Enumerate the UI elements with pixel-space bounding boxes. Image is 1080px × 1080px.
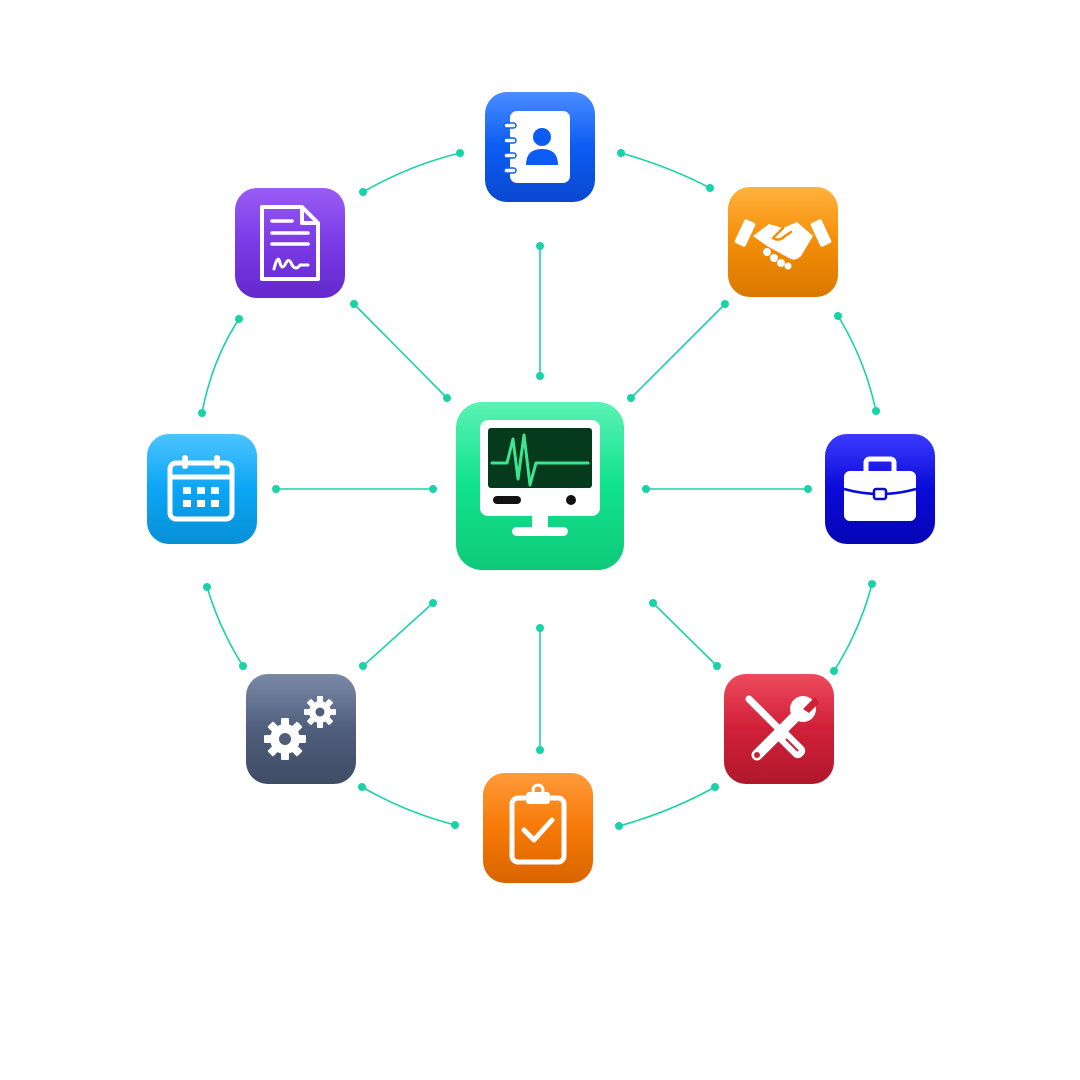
arc-contacts-partnership [620, 152, 711, 189]
arc-tasks-settings [361, 786, 456, 826]
arc-contacts-partnership-end-dot [706, 184, 714, 192]
spoke-tools [652, 602, 718, 667]
arc-partnership-business [837, 315, 877, 412]
arc-schedule-contracts [201, 318, 240, 414]
arc-contracts-contacts-start-dot [456, 149, 464, 157]
spoke-tools-start-dot [649, 599, 657, 607]
arc-tasks-settings-start-dot [451, 821, 459, 829]
spoke-business-end-dot [804, 485, 812, 493]
arc-tools-tasks-end-dot [615, 822, 623, 830]
contacts-tile[interactable] [484, 91, 596, 203]
arc-schedule-contracts-end-dot [235, 315, 243, 323]
arc-settings-schedule [206, 586, 244, 667]
spoke-contacts-start-dot [536, 242, 544, 250]
spoke-settings-start-dot [429, 599, 437, 607]
spoke-contracts [353, 303, 448, 399]
arc-partnership-business-end-dot [872, 407, 880, 415]
arc-partnership-business-start-dot [834, 312, 842, 320]
arc-tools-tasks-start-dot [711, 783, 719, 791]
arc-schedule-contracts-start-dot [198, 409, 206, 417]
spoke-tasks-end-dot [536, 746, 544, 754]
spoke-partnership [630, 303, 726, 399]
business-tile[interactable] [824, 433, 936, 545]
arc-settings-schedule-start-dot [203, 583, 211, 591]
spoke-partnership-end-dot [627, 394, 635, 402]
hub-tile[interactable] [455, 401, 625, 571]
arc-business-tools [833, 583, 873, 672]
monitor-heartbeat-icon [456, 402, 624, 570]
arc-contacts-partnership-start-dot [617, 149, 625, 157]
arc-business-tools-end-dot [830, 667, 838, 675]
briefcase-icon [825, 434, 935, 544]
spoke-contracts-end-dot [443, 394, 451, 402]
spoke-business-start-dot [642, 485, 650, 493]
spoke-settings-end-dot [359, 662, 367, 670]
settings-tile[interactable] [245, 673, 357, 785]
spoke-contracts-start-dot [350, 300, 358, 308]
handshake-icon [728, 187, 838, 297]
tools-tile[interactable] [723, 673, 835, 785]
gears-icon [246, 674, 356, 784]
arc-tools-tasks [618, 786, 716, 827]
arc-contracts-contacts-end-dot [359, 188, 367, 196]
spoke-tasks-start-dot [536, 624, 544, 632]
spoke-schedule-start-dot [272, 485, 280, 493]
arc-settings-schedule-end-dot [239, 662, 247, 670]
spoke-settings [362, 602, 434, 667]
arc-tasks-settings-end-dot [358, 783, 366, 791]
schedule-tile[interactable] [146, 433, 258, 545]
spoke-contacts-end-dot [536, 372, 544, 380]
wrench-screwdriver-icon [724, 674, 834, 784]
spoke-schedule-end-dot [429, 485, 437, 493]
spoke-tools-end-dot [713, 662, 721, 670]
arc-contracts-contacts [362, 152, 461, 193]
clipboard-check-icon [483, 773, 593, 883]
contracts-tile[interactable] [234, 187, 346, 299]
partnership-tile[interactable] [727, 186, 839, 298]
signed-document-icon [235, 188, 345, 298]
calendar-icon [147, 434, 257, 544]
address-book-icon [485, 92, 595, 202]
tasks-tile[interactable] [482, 772, 594, 884]
arc-business-tools-start-dot [868, 580, 876, 588]
spoke-partnership-start-dot [721, 300, 729, 308]
